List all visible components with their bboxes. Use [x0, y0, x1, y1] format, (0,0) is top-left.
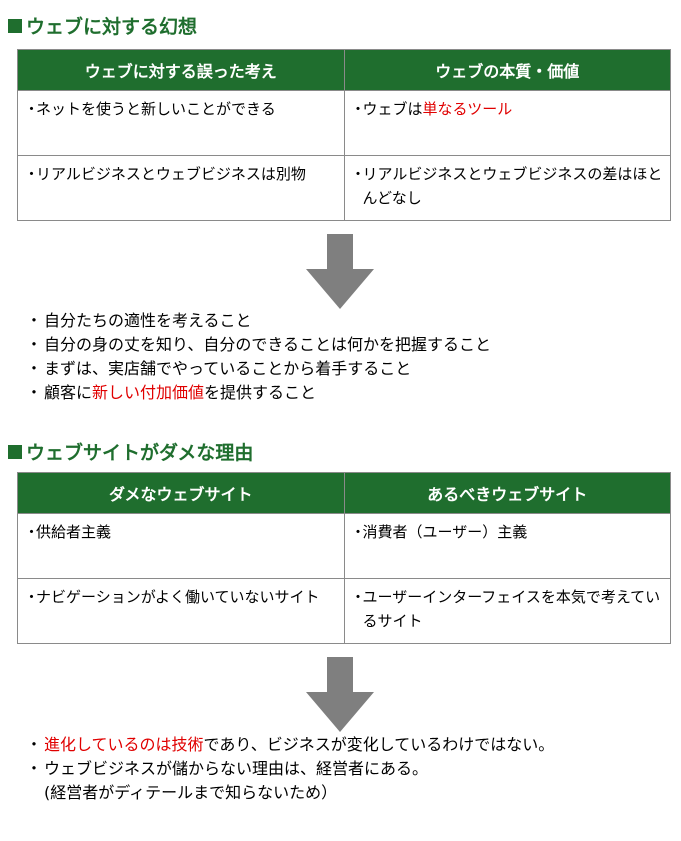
note-text: 顧客に [44, 383, 93, 402]
note-item: ・顧客に新しい付加価値を提供すること [26, 381, 491, 405]
bad-websites-notes: ・進化しているのは技術であり、ビジネスが変化しているわけではない。 ・ウェブビジ… [26, 733, 656, 805]
bullet-mark: ・ [350, 165, 366, 183]
table-cell: ・ウェブは単なるツール [343, 90, 671, 156]
note-item: ・自分たちの適性を考えること [26, 309, 491, 333]
cell-text: 消費者（ユーザー）主義 [362, 523, 528, 541]
section-title-text: ウェブに対する幻想 [26, 16, 198, 38]
footnote: (経営者がディテールまで知らないため） [26, 781, 656, 805]
bullet-mark: ・ [26, 311, 43, 330]
section-title-illusion: ウェブに対する幻想 [8, 12, 197, 39]
bullet-mark: ・ [24, 165, 40, 183]
note-text: 自分たちの適性を考えること [44, 311, 252, 330]
note-item: ・自分の身の丈を知り、自分のできることは何かを把握すること [26, 333, 491, 357]
square-bullet-icon [8, 444, 22, 459]
table-row: ・供給者主義 ・消費者（ユーザー）主義 [17, 513, 671, 579]
table-cell: ・ユーザーインターフェイスを本気で考えているサイト [343, 578, 671, 644]
note-item: ・進化しているのは技術であり、ビジネスが変化しているわけではない。 [26, 733, 656, 757]
illusion-notes: ・自分たちの適性を考えること ・自分の身の丈を知り、自分のできることは何かを把握… [26, 309, 491, 405]
table-cell: ・ネットを使うと新しいことができる [17, 90, 345, 156]
highlight-text: 進化しているのは技術 [44, 735, 204, 754]
bullet-mark: ・ [24, 588, 40, 606]
cell-text: ナビゲーションがよく働いていないサイト [36, 588, 320, 606]
footnote-text: (経営者がディテールまで知らないため） [44, 783, 338, 802]
illusion-table: ウェブに対する誤った考え ウェブの本質・価値 ・ネットを使うと新しいことができる… [17, 49, 671, 221]
bullet-mark: ・ [26, 759, 43, 778]
cell-text: リアルビジネスとウェブビジネスの差はほとんどなし [362, 165, 663, 207]
note-text: ウェブビジネスが儲からない理由は、経営者にある。 [44, 759, 429, 778]
table-header: あるべきウェブサイト [343, 472, 671, 514]
highlight-text: 単なるツール [422, 100, 513, 118]
square-bullet-icon [8, 18, 22, 33]
table-cell: ・リアルビジネスとウェブビジネスの差はほとんどなし [343, 155, 671, 221]
down-arrow-icon [306, 234, 374, 309]
table-row: ・ナビゲーションがよく働いていないサイト ・ユーザーインターフェイスを本気で考え… [17, 578, 671, 644]
table-cell: ・リアルビジネスとウェブビジネスは別物 [17, 155, 345, 221]
bullet-mark: ・ [26, 383, 43, 402]
table-header: ウェブの本質・価値 [343, 49, 671, 91]
note-text: であり、ビジネスが変化しているわけではない。 [203, 735, 555, 754]
bullet-mark: ・ [26, 735, 43, 754]
bullet-mark: ・ [24, 100, 40, 118]
cell-text: ユーザーインターフェイスを本気で考えているサイト [362, 588, 661, 630]
highlight-text: 新しい付加価値 [92, 383, 205, 402]
bullet-mark: ・ [350, 588, 366, 606]
table-cell: ・ナビゲーションがよく働いていないサイト [17, 578, 345, 644]
section-title-bad-websites: ウェブサイトがダメな理由 [8, 438, 253, 465]
bullet-mark: ・ [350, 100, 366, 118]
note-text: を提供すること [204, 383, 317, 402]
bullet-mark: ・ [26, 359, 43, 378]
cell-text: 供給者主義 [36, 523, 112, 541]
note-text: 自分の身の丈を知り、自分のできることは何かを把握すること [44, 335, 492, 354]
cell-text: ネットを使うと新しいことができる [36, 100, 276, 118]
section-title-text: ウェブサイトがダメな理由 [26, 442, 254, 464]
table-header: ウェブに対する誤った考え [17, 49, 345, 91]
table-row: ・ネットを使うと新しいことができる ・ウェブは単なるツール [17, 90, 671, 156]
cell-text: ウェブは [362, 100, 423, 118]
websites-table: ダメなウェブサイト あるべきウェブサイト ・供給者主義 ・消費者（ユーザー）主義… [17, 472, 671, 644]
note-text: まずは、実店舗でやっていることから着手すること [44, 359, 412, 378]
table-cell: ・消費者（ユーザー）主義 [343, 513, 671, 579]
table-row: ・リアルビジネスとウェブビジネスは別物 ・リアルビジネスとウェブビジネスの差はほ… [17, 155, 671, 221]
down-arrow-icon [306, 657, 374, 732]
bullet-mark: ・ [26, 335, 43, 354]
bullet-mark: ・ [24, 523, 40, 541]
table-header: ダメなウェブサイト [17, 472, 345, 514]
bullet-mark: ・ [350, 523, 366, 541]
note-item: ・ウェブビジネスが儲からない理由は、経営者にある。 [26, 757, 656, 781]
note-item: ・まずは、実店舗でやっていることから着手すること [26, 357, 491, 381]
table-cell: ・供給者主義 [17, 513, 345, 579]
cell-text: リアルビジネスとウェブビジネスは別物 [36, 165, 306, 183]
